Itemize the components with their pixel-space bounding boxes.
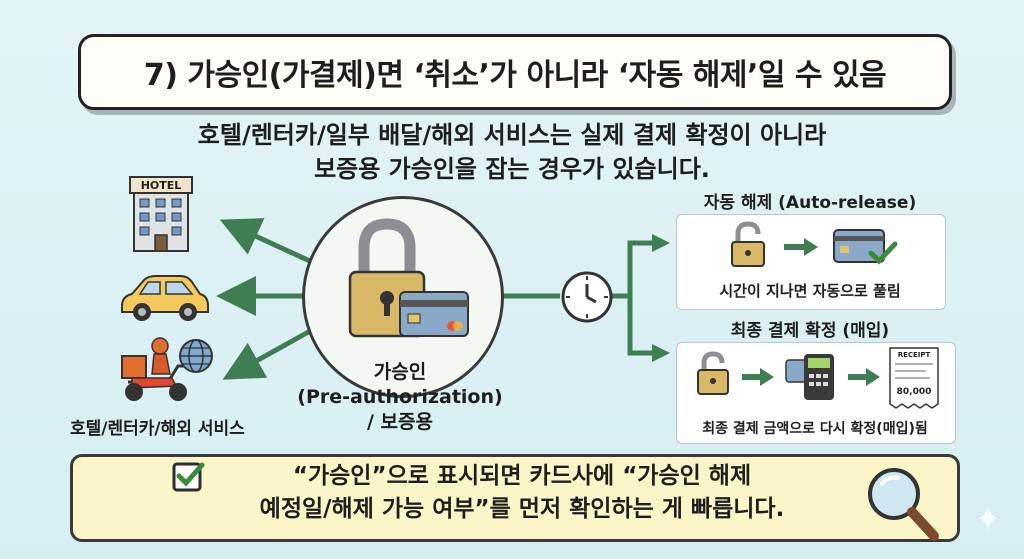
preauth-label-line-1: 가승인: [290, 360, 510, 385]
open-lock-icon: [730, 222, 766, 268]
final-capture-caption: 최종 결제 금액으로 다시 확정(매입)됨: [676, 418, 954, 438]
preauth-label-line-3: / 보증용: [290, 410, 510, 435]
final-capture-title: 최종 결제 확정 (매입): [676, 316, 944, 341]
final-open-lock-icon: [696, 352, 730, 396]
preauth-label-line-2: (Pre-authorization): [290, 385, 510, 410]
receipt-icon: RECEIPT 80,000: [886, 346, 942, 410]
tip-line-1: “가승인”으로 표시되면 카드사에 “가승인 해제: [190, 460, 854, 493]
sparkle-icon: [976, 504, 1000, 532]
tip-text: “가승인”으로 표시되면 카드사에 “가승인 해제 예정일/해제 가능 여부”를…: [190, 460, 854, 526]
receipt-amount: 80,000: [897, 387, 932, 397]
final-arrow-2: [848, 368, 882, 386]
auto-release-arrow: [784, 238, 820, 256]
receipt-header: RECEIPT: [898, 351, 931, 359]
preauth-label: 가승인 (Pre-authorization) / 보증용: [290, 360, 510, 435]
auto-release-title: 자동 해제 (Auto-release): [676, 188, 944, 213]
card-terminal-icon: [786, 352, 842, 402]
check-icon: [868, 240, 898, 266]
magnifier-icon: [862, 462, 940, 542]
auto-release-caption: 시간이 지나면 자동으로 풀림: [676, 280, 944, 301]
final-arrow-1: [742, 368, 776, 386]
credit-card-icon: [398, 290, 470, 338]
clock-icon: [560, 270, 614, 324]
tip-line-2: 예정일/해제 가능 여부”를 먼저 확인하는 게 빠릅니다.: [190, 493, 854, 526]
